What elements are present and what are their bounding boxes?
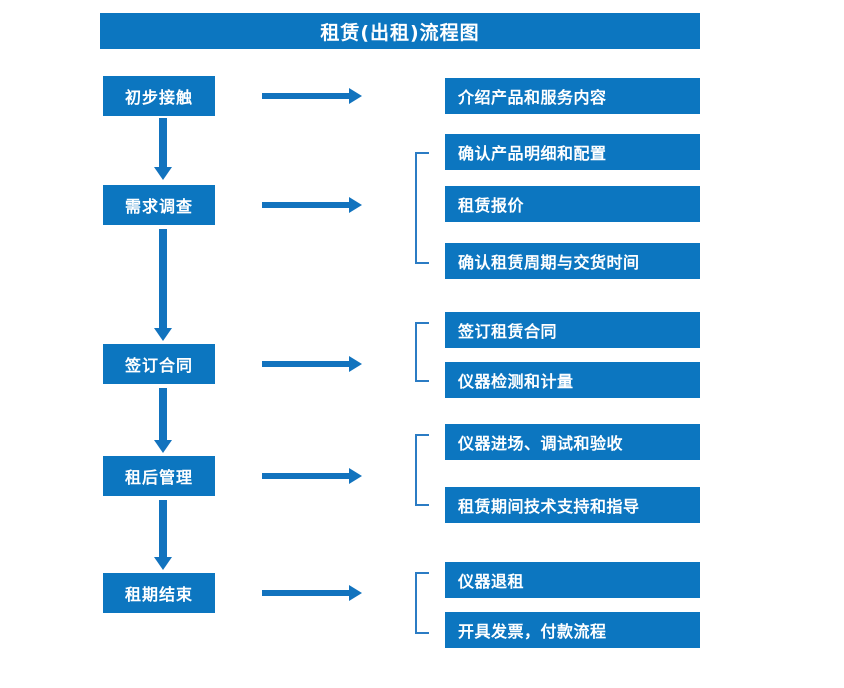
flow-arrow-right-1 <box>262 88 362 104</box>
flow-arrow-down-1 <box>154 118 172 180</box>
flow-arrow-down-3 <box>154 388 172 453</box>
flow-arrow-right-3 <box>262 356 362 372</box>
group-bracket-lease-end <box>415 572 429 634</box>
detail-box-instrument-return[interactable]: 仪器退租 <box>445 562 700 598</box>
detail-box-invoice-payment[interactable]: 开具发票，付款流程 <box>445 612 700 648</box>
group-bracket-requirement-survey <box>415 152 429 264</box>
group-bracket-sign-contract <box>415 322 429 382</box>
flow-arrow-right-5 <box>262 585 362 601</box>
flow-arrow-right-2 <box>262 197 362 213</box>
detail-box-confirm-product-specs[interactable]: 确认产品明细和配置 <box>445 134 700 170</box>
detail-box-instrument-onsite-commissioning[interactable]: 仪器进场、调试和验收 <box>445 424 700 460</box>
detail-box-technical-support[interactable]: 租赁期间技术支持和指导 <box>445 487 700 523</box>
detail-box-confirm-period-delivery[interactable]: 确认租赁周期与交货时间 <box>445 243 700 279</box>
group-bracket-post-rental <box>415 434 429 506</box>
detail-box-introduce-products[interactable]: 介绍产品和服务内容 <box>445 78 700 114</box>
stage-box-initial-contact[interactable]: 初步接触 <box>103 76 215 116</box>
flow-arrow-down-2 <box>154 229 172 341</box>
flow-arrow-right-4 <box>262 468 362 484</box>
detail-box-rental-quotation[interactable]: 租赁报价 <box>445 186 700 222</box>
stage-box-requirement-survey[interactable]: 需求调查 <box>103 185 215 225</box>
stage-box-lease-end[interactable]: 租期结束 <box>103 573 215 613</box>
stage-box-sign-contract[interactable]: 签订合同 <box>103 344 215 384</box>
page-title: 租赁(出租)流程图 <box>100 13 700 49</box>
detail-box-sign-rental-contract[interactable]: 签订租赁合同 <box>445 312 700 348</box>
flow-arrow-down-4 <box>154 500 172 570</box>
stage-box-post-rental-management[interactable]: 租后管理 <box>103 456 215 496</box>
detail-box-instrument-inspection[interactable]: 仪器检测和计量 <box>445 362 700 398</box>
